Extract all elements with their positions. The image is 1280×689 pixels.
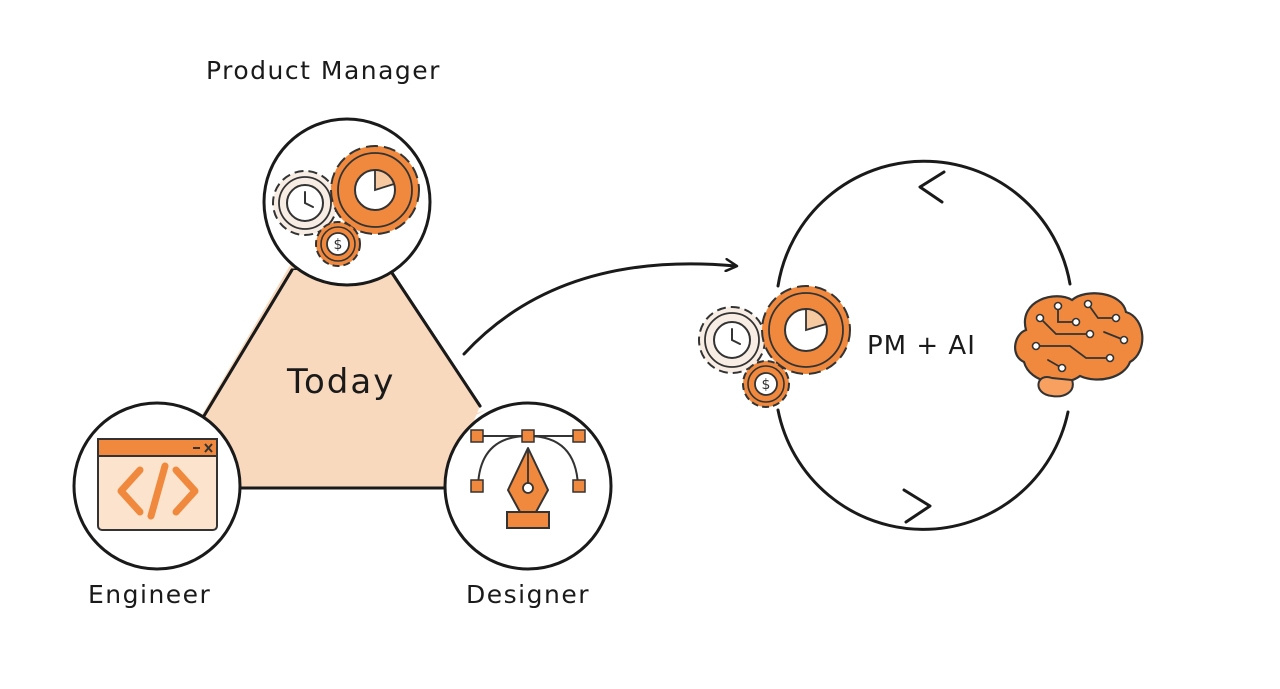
svg-text:$: $ [334,237,343,253]
gears-clock-chart-dollar-icon: $ [272,145,420,267]
engineer-label: Engineer [88,580,212,609]
today-label: Today [287,362,396,402]
cycle-arc-top [776,159,1072,288]
svg-text:$: $ [762,377,771,393]
product-manager-label: Product Manager [206,56,441,85]
pm-plus-ai-label: PM + AI [867,331,976,361]
cycle-arrowhead-bottom [902,488,932,524]
cycle-arrowhead-top [918,170,946,204]
pm-gears-icon: $ [698,285,851,408]
cycle-arc-bottom [776,408,1070,531]
product-manager-node: $ [262,117,432,287]
designer-label: Designer [466,580,590,609]
circuit-brain-icon [1014,292,1144,398]
transition-arrow [462,264,736,356]
triangle-body [204,270,480,488]
designer-node [443,401,613,571]
triangle-edges [202,268,482,490]
engineer-node [72,401,242,571]
code-window-icon [97,438,218,531]
pen-tool-icon [470,429,586,529]
